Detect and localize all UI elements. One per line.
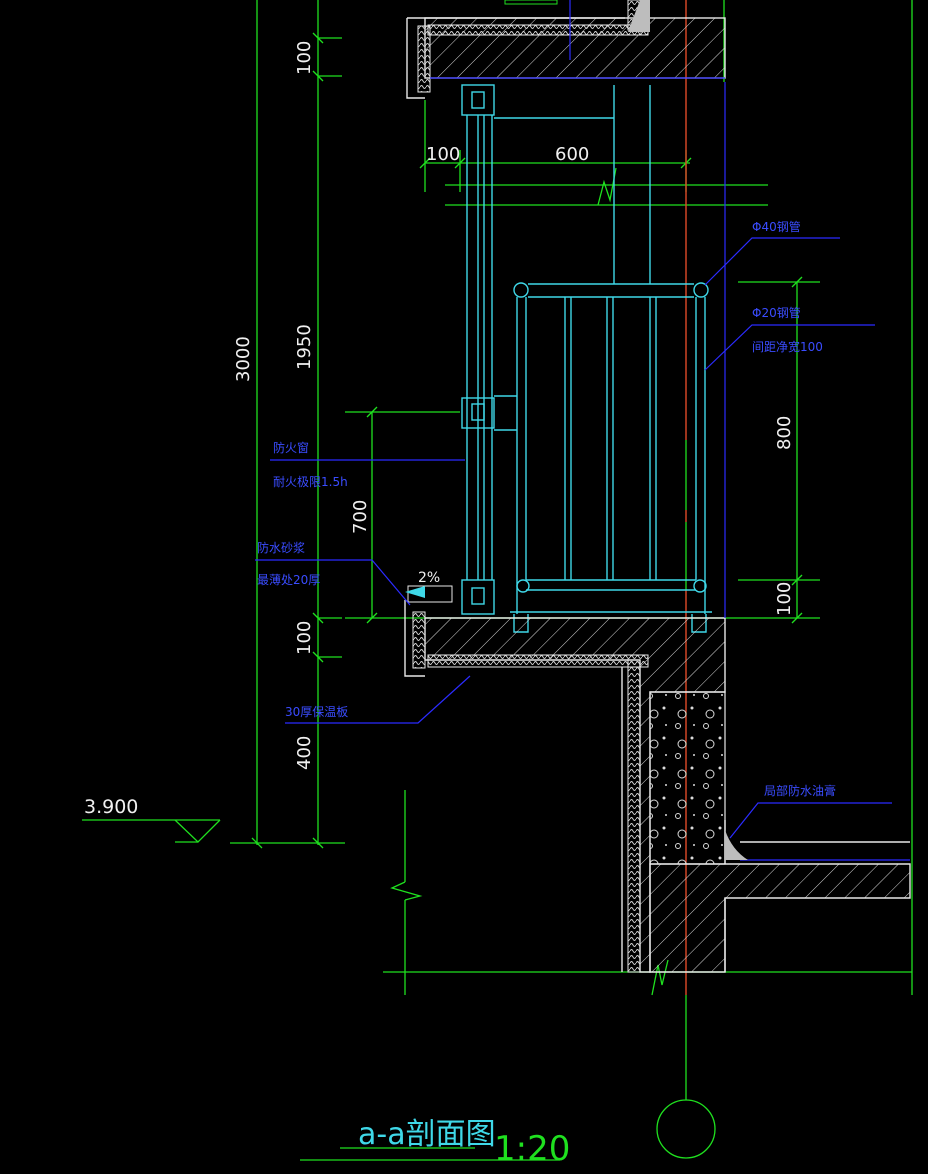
note-pipe-20-spacing: 间距净宽100 bbox=[752, 339, 823, 354]
lower-slab bbox=[404, 82, 911, 973]
note-fire-window: 防火窗 bbox=[273, 440, 309, 455]
note-mortar-thickness: 最薄处20厚 bbox=[257, 572, 320, 587]
dim-3000: 3000 bbox=[233, 336, 254, 382]
leader-lines bbox=[255, 237, 892, 839]
note-insulation: 30厚保温板 bbox=[285, 705, 348, 719]
dim-horizontal-100: 100 bbox=[426, 144, 460, 165]
dim-400: 400 bbox=[294, 736, 315, 770]
dim-horizontal-600: 600 bbox=[555, 144, 589, 165]
dim-700: 700 bbox=[350, 500, 371, 534]
note-slope: 2% bbox=[418, 570, 440, 586]
dim-1950: 1950 bbox=[294, 324, 315, 370]
dimension-lines bbox=[82, 0, 913, 1161]
note-waterproof: 局部防水油膏 bbox=[764, 783, 836, 798]
dim-lower-100: 100 bbox=[294, 621, 315, 655]
note-pipe-20: Φ20钢管 bbox=[752, 305, 801, 320]
dim-800: 800 bbox=[774, 416, 795, 450]
level-mark: 3.900 bbox=[84, 796, 138, 818]
fire-window bbox=[461, 84, 651, 615]
note-fire-window-rating: 耐火极限1.5h bbox=[273, 475, 348, 489]
steel-railing bbox=[510, 282, 712, 633]
note-pipe-40: Φ40钢管 bbox=[752, 219, 801, 234]
dim-upper-100: 100 bbox=[294, 41, 315, 75]
note-mortar: 防水砂浆 bbox=[257, 540, 305, 555]
drawing-title: a-a剖面图 bbox=[358, 1117, 496, 1152]
dim-rail-100: 100 bbox=[774, 582, 795, 616]
drawing-scale: 1:20 bbox=[494, 1129, 570, 1169]
upper-slab bbox=[406, 0, 726, 99]
